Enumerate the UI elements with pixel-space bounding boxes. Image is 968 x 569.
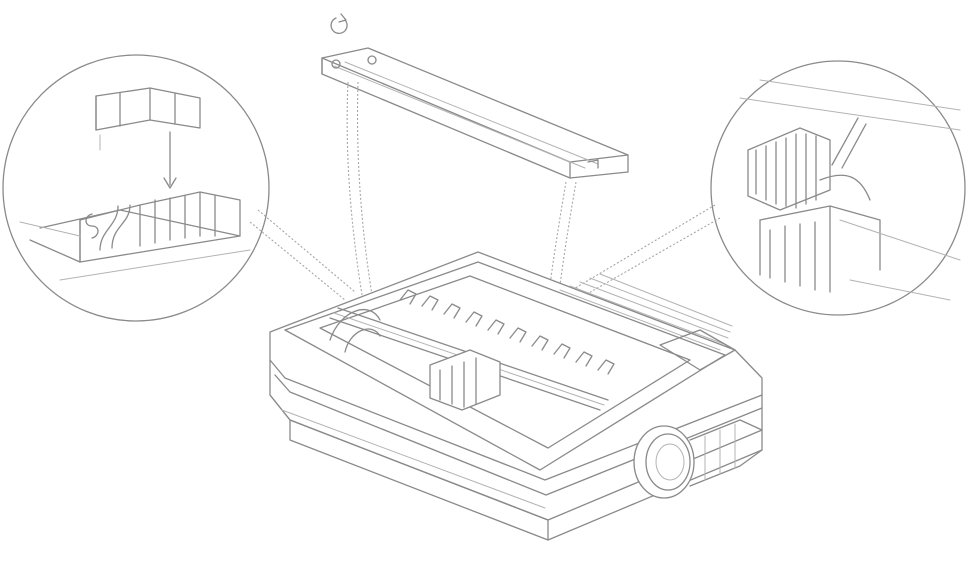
right-callout-connector [571, 204, 721, 299]
printer-lid [321, 47, 629, 179]
left-callout-connector [249, 209, 356, 301]
printer-body [269, 251, 763, 541]
right-detail-callout [710, 60, 966, 316]
platen-knob-icon [633, 419, 763, 499]
left-detail-callout [2, 54, 270, 322]
circular-arrow-icon [330, 13, 348, 35]
